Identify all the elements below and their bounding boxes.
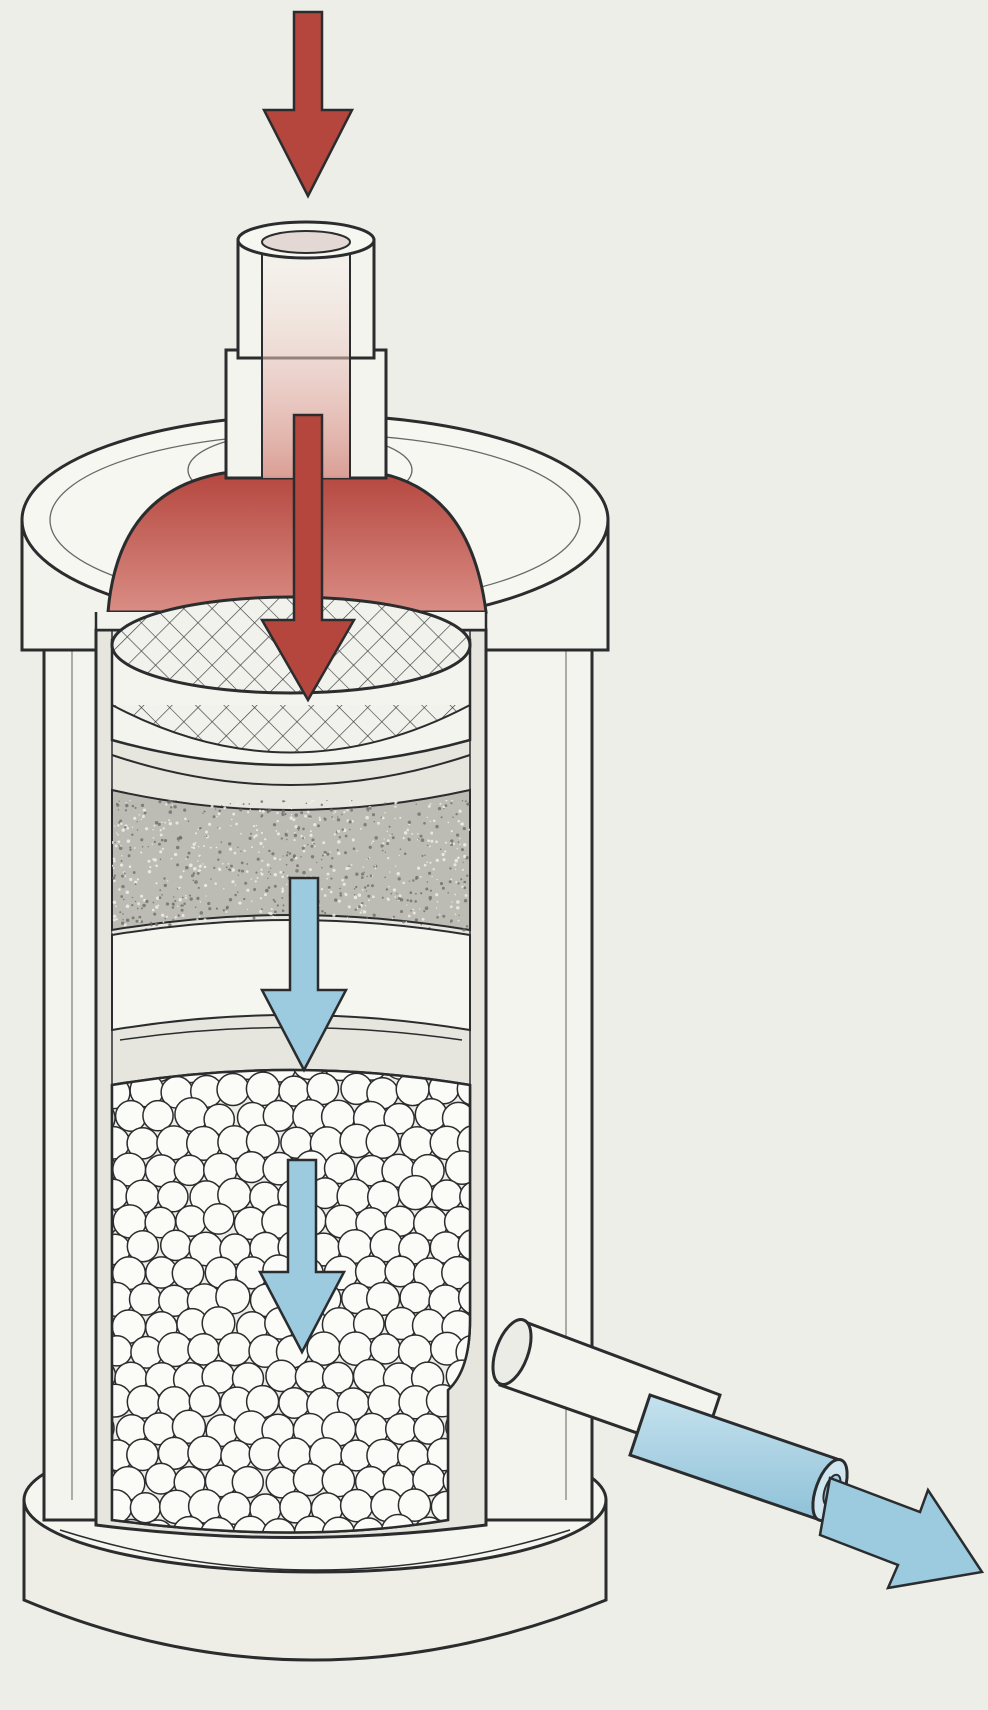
outlet-arrow-icon: [820, 1478, 982, 1588]
inlet-arrow-icon: [264, 12, 352, 196]
